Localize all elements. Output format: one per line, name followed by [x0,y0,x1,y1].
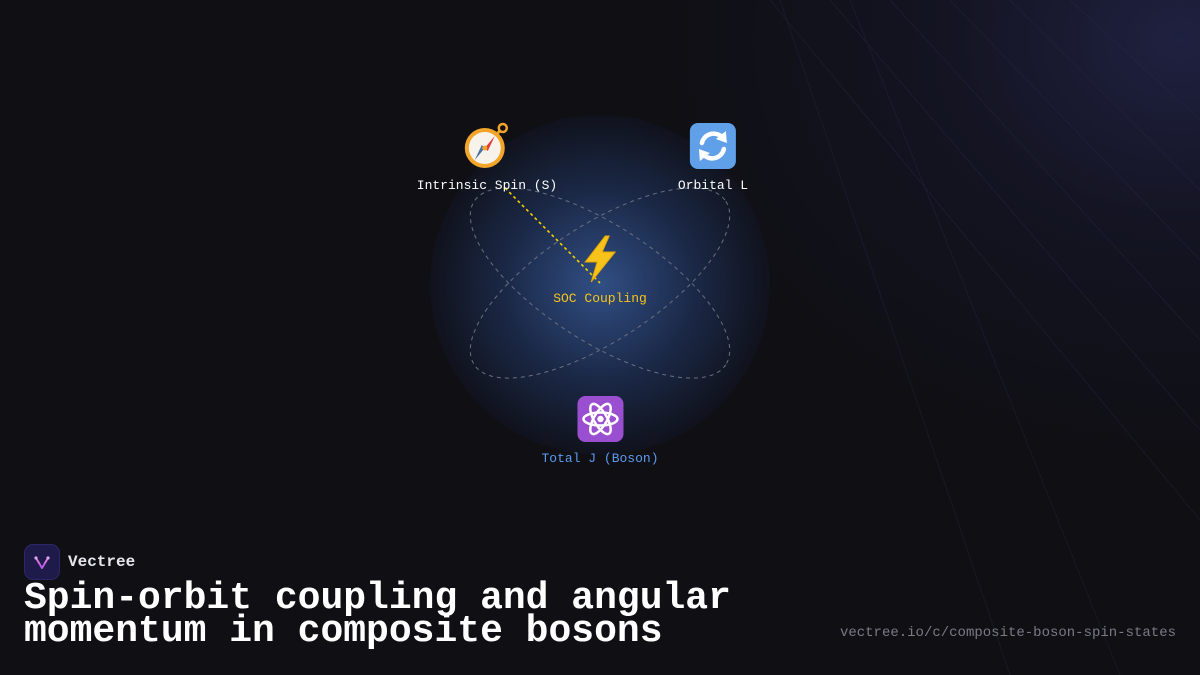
page-url[interactable]: vectree.io/c/composite-boson-spin-states [839,625,1176,641]
compass-icon [461,120,513,172]
orbit-ellipse-1 [469,187,731,379]
node-label-spin: Intrinsic Spin (S) [416,178,558,193]
orbit-ellipse-2 [469,187,731,379]
node-label-coupling: SOC Coupling [553,291,647,306]
rotate-arrows-icon [687,120,739,172]
brand: Vectree [24,544,135,580]
vectree-logo-icon [24,544,60,580]
node-label-orbital: Orbital L [677,178,749,193]
node-intrinsic-spin: Intrinsic Spin (S) [417,120,557,193]
lightning-icon [574,233,626,285]
node-label-total: Total J (Boson) [541,451,659,466]
node-orbital: Orbital L [678,120,748,193]
node-total-j: Total J (Boson) [541,393,659,466]
brand-name: Vectree [68,553,136,571]
spin-coupling-connector [504,187,601,284]
node-soc-coupling: SOC Coupling [553,233,647,306]
page-title: Spin-orbit coupling and angular momentum… [24,577,731,653]
atom-icon [574,393,626,445]
